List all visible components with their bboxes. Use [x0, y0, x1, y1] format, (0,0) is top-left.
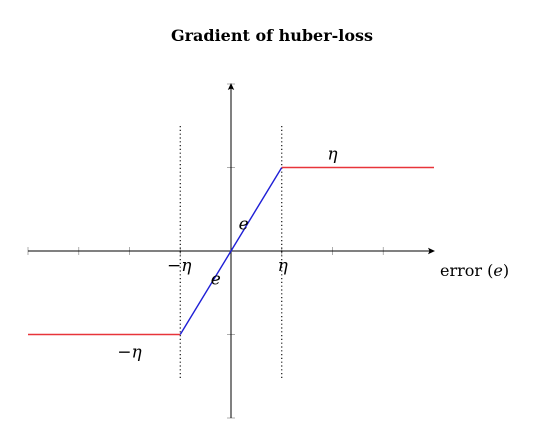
eta-tick-label: η	[278, 256, 289, 276]
y-axis-arrowhead	[227, 83, 235, 90]
gradient-curve	[28, 166, 434, 336]
x-axis-label-suffix: )	[503, 261, 509, 280]
eta-clip-label: η	[327, 145, 338, 165]
x-axis-label-variable: e	[493, 261, 502, 280]
figure-title: Gradient of huber-loss	[171, 26, 373, 45]
x-axis-label-prefix: error (	[440, 261, 493, 280]
linear-segment-label-upper: e	[239, 215, 249, 235]
x-axis-label: error (e)	[440, 261, 509, 280]
series-linear	[179, 167, 283, 335]
neg-eta-tick-label: −η	[167, 256, 192, 276]
neg-eta-clip-label: −η	[117, 343, 142, 363]
linear-segment-label-lower: e	[211, 269, 221, 289]
x-axis-arrowhead	[428, 247, 435, 255]
